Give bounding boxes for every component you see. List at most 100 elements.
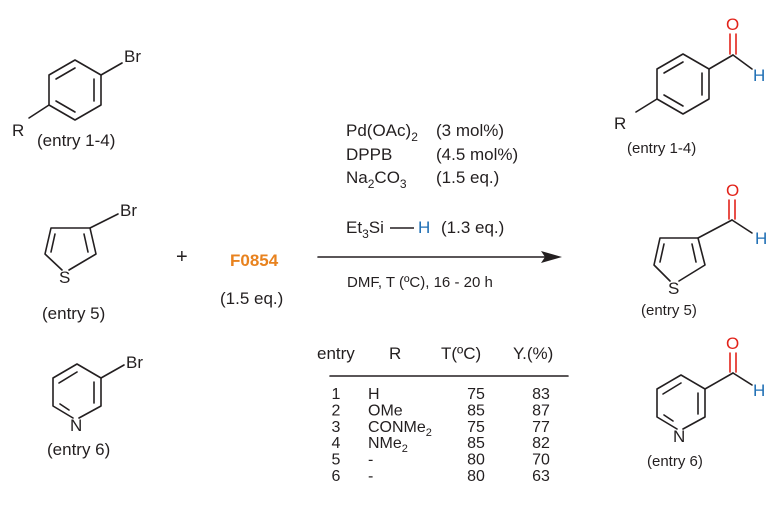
ring-double-bond: [59, 403, 70, 411]
table-cell-r: CONMe2: [368, 419, 432, 439]
c-br-bond: [100, 364, 125, 379]
ring-double-bond: [659, 243, 665, 263]
substituent-r-label: R: [12, 121, 24, 140]
c-br-bond: [89, 213, 119, 229]
table-header-entry: entry: [317, 344, 355, 363]
table-cell-yield: 77: [532, 419, 550, 436]
condition-ligand-amount: (4.5 mol%): [436, 145, 518, 164]
table-cell-yield: 70: [532, 452, 550, 469]
table-cell-yield: 82: [532, 435, 550, 452]
entry-label: (entry 5): [641, 302, 697, 319]
table-cell-r: OMe: [368, 402, 403, 419]
aryl-bromide-structure: [28, 59, 123, 121]
ring-double-bond: [55, 67, 76, 80]
table-cell-entry: 5: [332, 452, 341, 469]
table-header-yield: Y.(%): [513, 344, 553, 363]
table-cell-temp: 85: [467, 435, 485, 452]
table-cell-r: H: [368, 386, 380, 403]
c-r-bond: [28, 104, 50, 119]
condition-base-amount: (1.5 eq.): [436, 168, 499, 187]
table-cell-entry: 2: [332, 402, 341, 419]
thiophene-ring: [653, 237, 706, 282]
table-row: 2 OMe 85 87: [332, 402, 550, 419]
atom-label-h: H: [753, 66, 765, 85]
pyridine-aldehyde-structure: [656, 372, 753, 430]
table-header-temp: T(ºC): [441, 344, 481, 363]
table-cell-entry: 6: [332, 468, 341, 485]
ring-double-bond: [663, 414, 674, 422]
aryl-aldehyde-structure: [635, 53, 753, 115]
table-cell-temp: 75: [467, 386, 485, 403]
silane-hydrogen: H: [418, 218, 430, 237]
atom-label-h: H: [755, 229, 767, 248]
entry-label: (entry 1-4): [627, 140, 696, 157]
atom-label-br: Br: [124, 47, 141, 66]
reagent-equiv: (1.5 eq.): [220, 289, 283, 308]
ring-double-bond: [663, 61, 684, 74]
table-cell-temp: 80: [467, 468, 485, 485]
c-r-bond: [635, 98, 658, 113]
pyridine-bromide-structure: [52, 363, 125, 419]
table-cell-entry: 1: [332, 386, 341, 403]
atom-label-br: Br: [126, 353, 143, 372]
condition-ligand: DPPB: [346, 145, 392, 164]
aldehyde-c-bond: [697, 219, 733, 239]
silane-formula: Et3Si: [346, 218, 384, 241]
reagent-code: F0854: [230, 251, 279, 270]
table-cell-temp: 75: [467, 419, 485, 436]
condition-pd-amount: (3 mol%): [436, 121, 504, 140]
atom-label-br: Br: [120, 201, 137, 220]
entry-label: (entry 1-4): [37, 131, 115, 150]
table-cell-r: -: [368, 452, 373, 469]
condition-pd-catalyst: Pd(OAc)2: [346, 121, 418, 144]
aldehyde-c-h-bond: [731, 219, 753, 234]
c-br-bond: [100, 62, 123, 76]
table-row: 1 H 75 83: [332, 386, 550, 403]
table-cell-temp: 85: [467, 402, 485, 419]
solvent-conditions: DMF, T (ºC), 16 - 20 h: [347, 274, 493, 291]
aldehyde-c-h-bond: [732, 372, 753, 386]
table-cell-entry: 4: [332, 435, 341, 452]
ring-double-bond: [55, 100, 76, 113]
table-row: 4 NMe2 85 82: [332, 435, 550, 455]
table-header-r: R: [389, 344, 401, 363]
atom-label-o: O: [726, 334, 739, 353]
thiophene-bromide-structure: [44, 213, 119, 271]
ring-double-bond: [50, 233, 56, 253]
aldehyde-c-bond: [704, 372, 734, 390]
ring-double-bond: [662, 382, 682, 395]
ring-double-bond: [663, 94, 684, 107]
condition-base: Na2CO3: [346, 168, 407, 191]
table-cell-yield: 63: [532, 468, 550, 485]
entry-label: (entry 6): [47, 440, 110, 459]
ring-double-bond: [691, 243, 697, 263]
table-cell-yield: 87: [532, 402, 550, 419]
substituent-r-label: R: [614, 114, 626, 133]
silane-amount: (1.3 eq.): [441, 218, 504, 237]
entry-label: (entry 5): [42, 304, 105, 323]
reaction-arrow-head: [541, 251, 562, 263]
thiophene-ring: [44, 227, 97, 271]
pyridine-ring: [52, 363, 102, 419]
table-row: 5 - 80 70: [332, 452, 550, 469]
atom-label-h: H: [753, 381, 765, 400]
table-cell-temp: 80: [467, 452, 485, 469]
atom-label-o: O: [726, 15, 739, 34]
ring-double-bond: [83, 233, 89, 253]
thiophene-aldehyde-structure: [653, 219, 753, 282]
aldehyde-c-bond: [708, 54, 734, 70]
table-cell-r: NMe2: [368, 435, 408, 455]
entry-label: (entry 6): [647, 453, 703, 470]
atom-label-s: S: [668, 279, 679, 298]
plus-sign: +: [176, 246, 188, 268]
atom-label-s: S: [59, 268, 70, 287]
table-cell-yield: 83: [532, 386, 550, 403]
atom-label-o: O: [726, 181, 739, 200]
aldehyde-c-h-bond: [732, 54, 753, 70]
atom-label-n: N: [673, 427, 685, 446]
